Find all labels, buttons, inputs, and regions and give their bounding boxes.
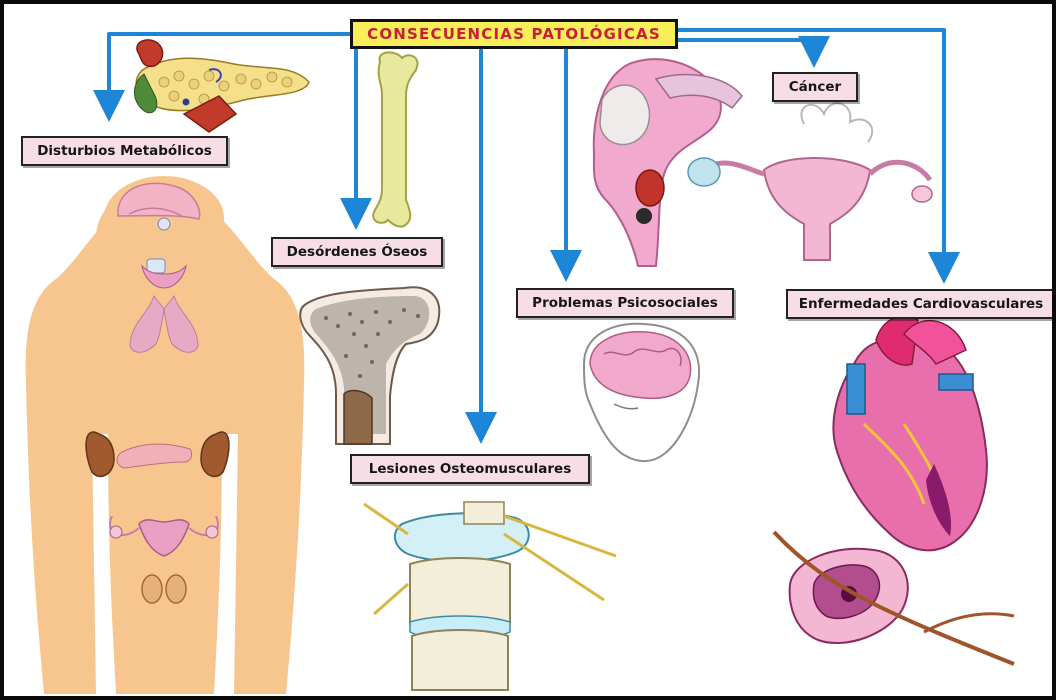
label-lesiones-osteomusculares: Lesiones Osteomusculares (350, 454, 590, 484)
heart-icon (833, 316, 986, 550)
label-disturbios-metabolicos: Disturbios Metabólicos (21, 136, 228, 166)
diagram-art (4, 4, 1056, 700)
pancreas-icon (134, 40, 309, 132)
arrow-to-cancer (678, 40, 814, 60)
bone-cross-section-icon (300, 287, 439, 444)
uterus-icon (688, 103, 932, 260)
brain-head-icon (584, 324, 699, 461)
vertebra-icon (364, 502, 616, 690)
human-body-icon (26, 176, 305, 694)
label-problemas-psicosociales: Problemas Psicosociales (516, 288, 734, 318)
label-enfermedades-cardiovasculares: Enfermedades Cardiovasculares (786, 289, 1056, 319)
infarct-tissue-icon (774, 532, 1014, 664)
label-cancer: Cáncer (772, 72, 858, 102)
femur-bone-icon (373, 52, 417, 226)
diagram-title: CONSECUENCIAS PATOLÓGICAS (350, 19, 678, 49)
label-desordenes-oseos: Desórdenes Óseos (271, 237, 443, 267)
